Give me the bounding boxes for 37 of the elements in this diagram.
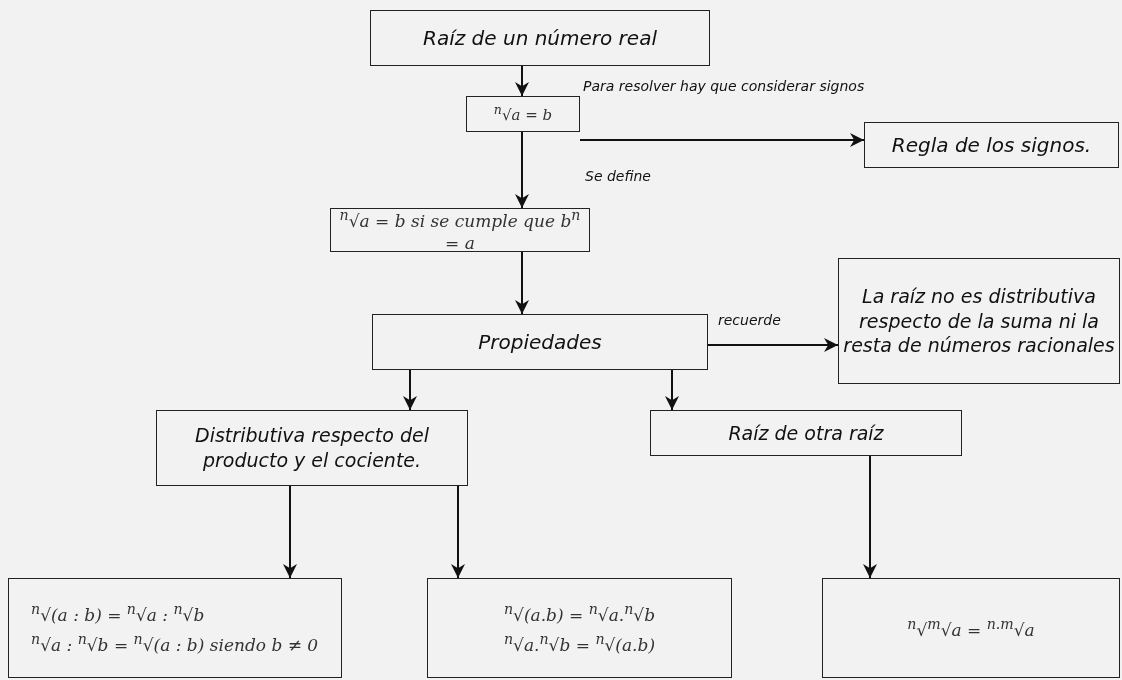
formula: $^{n}$√(a.b) = $^{n}$√a.$^{n}$√b [502, 600, 656, 627]
node-text: Raíz de otra raíz [727, 420, 885, 446]
text-box [822, 578, 1120, 678]
edge-label: Se define [585, 168, 651, 184]
arrow [863, 455, 877, 579]
arrow [283, 485, 297, 579]
formula: $^{n}$√a = b si se cumple que b$^{n}$ = a [338, 206, 582, 255]
text-box [427, 578, 732, 678]
formula: $^{n}$√(a : b) = $^{n}$√a : $^{n}$√b [30, 600, 206, 627]
text-box [8, 578, 342, 678]
text-box [864, 122, 1119, 168]
arrow [579, 133, 865, 147]
arrow [403, 369, 417, 411]
text-box [372, 314, 708, 370]
formula: $^{n}$√a = b [492, 101, 554, 127]
arrow [515, 251, 529, 315]
node-text: Propiedades [477, 329, 603, 356]
text-box [650, 410, 962, 456]
node-text: Regla de los signos. [890, 132, 1093, 159]
node-text: Raíz de un número real [422, 25, 658, 52]
text-box [838, 258, 1120, 384]
formula: $^{n}$√a.$^{n}$√b = $^{n}$√(a.b) [502, 630, 657, 657]
arrow [451, 485, 465, 579]
arrow [707, 338, 839, 352]
node-text: La raíz no es distributiva respecto de la suma ni la resta de números racionales [842, 283, 1116, 359]
edge-label: recuerde [718, 312, 781, 328]
text-box [466, 96, 580, 132]
formula: $^{n}$√$^{m}$√a = $^{n.m}$√a [906, 615, 1036, 642]
arrow [665, 369, 679, 411]
formula: $^{n}$√a : $^{n}$√b = $^{n}$√(a : b) siendo b ≠ 0 [30, 630, 320, 657]
text-box [330, 208, 590, 252]
edge-label: Para resolver hay que considerar signos [583, 78, 865, 94]
node-text: Distributiva respecto del producto y el cociente. [194, 423, 430, 473]
arrow [515, 65, 529, 97]
text-box [370, 10, 710, 66]
arrow [515, 131, 529, 209]
text-box [156, 410, 468, 486]
